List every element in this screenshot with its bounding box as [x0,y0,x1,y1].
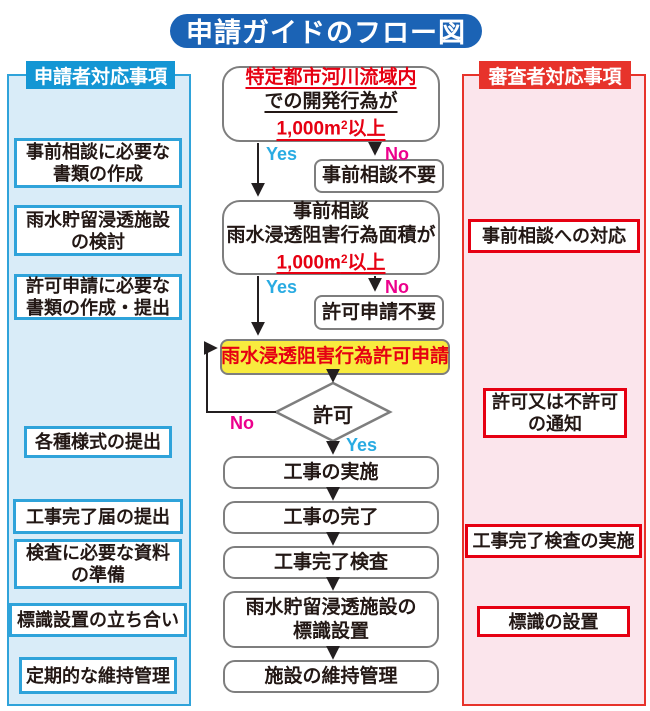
yes-label-2: Yes [266,277,298,297]
decision1-area-line: 1,000m2以上 [276,114,385,141]
applicant-item-sign-witness: 標識設置の立ち合い [9,603,187,637]
flow-no-consultation-box: 事前相談不要 [314,159,444,193]
reviewer-panel-header: 審査者対応事項 [479,61,631,89]
page-title: 申請ガイドのフロー図 [186,17,466,48]
applicant-item-forms-submit: 各種様式の提出 [24,426,172,458]
decision2-area-sup: 2 [340,252,348,266]
decision1-line1: 特定都市河川流域内 [245,67,417,89]
no-label-2: No [385,277,409,297]
flow-decision-development: 特定都市河川流域内 での開発行為が 1,000m2以上 [222,66,440,142]
applicant-item-document-prep: 事前相談に必要な 書類の作成 [14,138,182,188]
applicant-item-completion-report: 工事完了届の提出 [13,499,183,534]
decision1-area-sup: 2 [340,119,348,133]
yes-label-1: Yes [266,144,298,164]
no-label-1: No [385,144,409,164]
title-banner [170,14,482,48]
flow-step-sign-installation: 雨水貯留浸透施設の 標識設置 [223,591,439,648]
decision1-area-suffix: 以上 [347,118,386,140]
flow-decision-consultation: 事前相談 雨水浸透阻害行為面積が 1,000m2以上 [222,200,440,275]
reviewer-item-consultation: 事前相談への対応 [468,219,640,253]
decision2-line1: 事前相談 [292,200,369,222]
decision1-area-prefix: 1,000m [276,118,341,140]
applicant-item-inspection-materials: 検査に必要な資料 の準備 [14,539,182,589]
applicant-item-maintenance: 定期的な維持管理 [19,657,177,694]
flow-permit-diamond-label: 許可 [313,405,353,427]
decision1-line2: での開発行為が [264,91,398,113]
decision2-area-suffix: 以上 [347,252,386,274]
reviewer-item-sign-install: 標識の設置 [477,606,630,637]
reviewer-item-completion-inspection: 工事完了検査の実施 [465,524,642,558]
reviewer-item-permit-notice: 許可又は不許可 の通知 [483,388,627,438]
flow-step-facility-maintenance: 施設の維持管理 [223,660,439,693]
flow-step-construction-complete: 工事の完了 [223,501,439,534]
applicant-item-facility-study: 雨水貯留浸透施設 の検討 [14,205,182,256]
flow-application-box: 雨水浸透阻害行為許可申請 [220,339,450,375]
yes-label-diamond: Yes [346,435,378,455]
flow-step-construction: 工事の実施 [223,456,439,489]
flow-step-completion-inspection: 工事完了検査 [223,546,439,579]
applicant-item-permit-docs: 許可申請に必要な 書類の作成・提出 [14,274,182,320]
decision2-area-line: 1,000m2以上 [276,248,385,275]
no-label-diamond: No [230,413,254,433]
decision2-line2: 雨水浸透阻害行為面積が [226,224,436,246]
flow-no-permit-box: 許可申請不要 [314,295,444,330]
applicant-panel-header: 申請者対応事項 [26,61,175,89]
decision2-area-prefix: 1,000m [276,252,341,274]
